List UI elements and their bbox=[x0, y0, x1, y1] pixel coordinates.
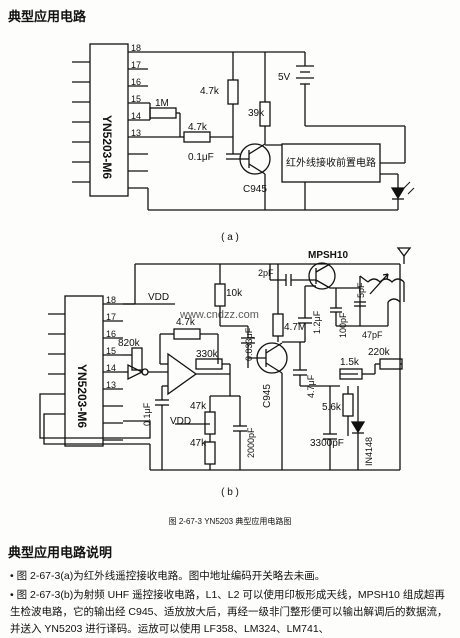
resistor-220k-label: 220k bbox=[368, 347, 391, 358]
circuit-b-schematic: YN5203-M6 18 17 16 15 14 13 VDD VDD 820k… bbox=[39, 247, 412, 471]
cap-47pf-label: 47pF bbox=[362, 330, 383, 340]
pin-b-15: 15 bbox=[106, 346, 116, 356]
cap-0.1uf-label: 0.1μF bbox=[188, 152, 214, 163]
caption-b: ( b ) bbox=[221, 487, 239, 498]
cap-5pf-label: 5pF bbox=[356, 282, 366, 298]
section-heading-typical-circuit: 典型应用电路 bbox=[8, 9, 87, 24]
pin-14: 14 bbox=[131, 111, 141, 121]
description-paragraph-2: • 图 2-67-3(b)为射频 UHF 遥控接收电路，L1、L2 可以使用印板… bbox=[10, 589, 448, 635]
resistor-820k-label: 820k bbox=[118, 338, 141, 349]
pin-b-14: 14 bbox=[106, 363, 116, 373]
resistor-39k-label: 39k bbox=[248, 108, 265, 119]
pin-b-16: 16 bbox=[106, 329, 116, 339]
supply-5v-label: 5V bbox=[278, 72, 291, 83]
pin-b-18: 18 bbox=[106, 295, 116, 305]
pin-15: 15 bbox=[131, 94, 141, 104]
transistor-mpsh10-label: MPSH10 bbox=[308, 250, 348, 261]
cap-4.7uf-label: 4.7μF bbox=[306, 374, 316, 398]
resistor-1m-label: 1M bbox=[155, 98, 169, 109]
resistor-330k-label: 330k bbox=[196, 349, 219, 360]
resistor-5.6k-label: 5.6k bbox=[322, 402, 342, 413]
cap-100pf-label: 100pF bbox=[338, 312, 348, 338]
cap-0.033uf-label: 0.033μF bbox=[244, 327, 254, 361]
resistor-47k-low-label: 47k bbox=[190, 438, 207, 449]
ic-b-body bbox=[64, 295, 104, 447]
pin-18: 18 bbox=[131, 43, 141, 53]
cap-1.2uf-label: 1.2μF bbox=[312, 310, 322, 334]
transistor-c945-b-label: C945 bbox=[262, 384, 273, 408]
resistor-4.7k-vertical-label: 4.7k bbox=[200, 86, 220, 97]
section-heading-description: 典型应用电路说明 bbox=[8, 545, 113, 560]
ir-module-label: 红外线接收前置电路 bbox=[286, 156, 376, 169]
resistor-4.7m-label: 4.7M bbox=[284, 322, 306, 333]
description-paragraph-1: • 图 2-67-3(a)为红外线遥控接收电路。图中地址编码开关略去未画。 bbox=[10, 570, 326, 582]
ic-a-label: YN5203-M6 bbox=[100, 115, 114, 179]
watermark-text: www.cndzz.com bbox=[179, 309, 259, 321]
cap-2pf-label: 2pF bbox=[258, 268, 274, 278]
pin-b-13: 13 bbox=[106, 380, 116, 390]
resistor-10k-label: 10k bbox=[226, 288, 243, 299]
ic-b-label: YN5203-M6 bbox=[75, 364, 89, 428]
resistor-1.5k-label: 1.5k bbox=[340, 357, 360, 368]
resistor-4.7k-horizontal-label: 4.7k bbox=[188, 122, 208, 133]
diode-in4148-label: IN4148 bbox=[364, 437, 374, 466]
cap-3300pf-label: 3300pF bbox=[310, 438, 344, 449]
figure-caption: 图 2-67-3 YN5203 典型应用电路图 bbox=[168, 517, 292, 526]
cap-2000pf-label: 2000pF bbox=[246, 427, 256, 458]
pin-16: 16 bbox=[131, 77, 141, 87]
caption-a: ( a ) bbox=[221, 232, 239, 243]
resistor-47k-mid-label: 47k bbox=[190, 401, 207, 412]
pin-13: 13 bbox=[131, 128, 141, 138]
vdd-bottom-label: VDD bbox=[170, 416, 191, 427]
pin-b-17: 17 bbox=[106, 312, 116, 322]
circuit-a-schematic: YN5203-M6 18 17 16 15 14 13 1M 4.7k 4.7k… bbox=[72, 43, 415, 211]
transistor-c945-label: C945 bbox=[243, 184, 267, 195]
vdd-top-label: VDD bbox=[148, 292, 169, 303]
cap-0.1uf-b-label: 0.1μF bbox=[142, 402, 152, 426]
pin-17: 17 bbox=[131, 60, 141, 70]
resistor-4.7k-top-label: 4.7k bbox=[176, 317, 196, 328]
